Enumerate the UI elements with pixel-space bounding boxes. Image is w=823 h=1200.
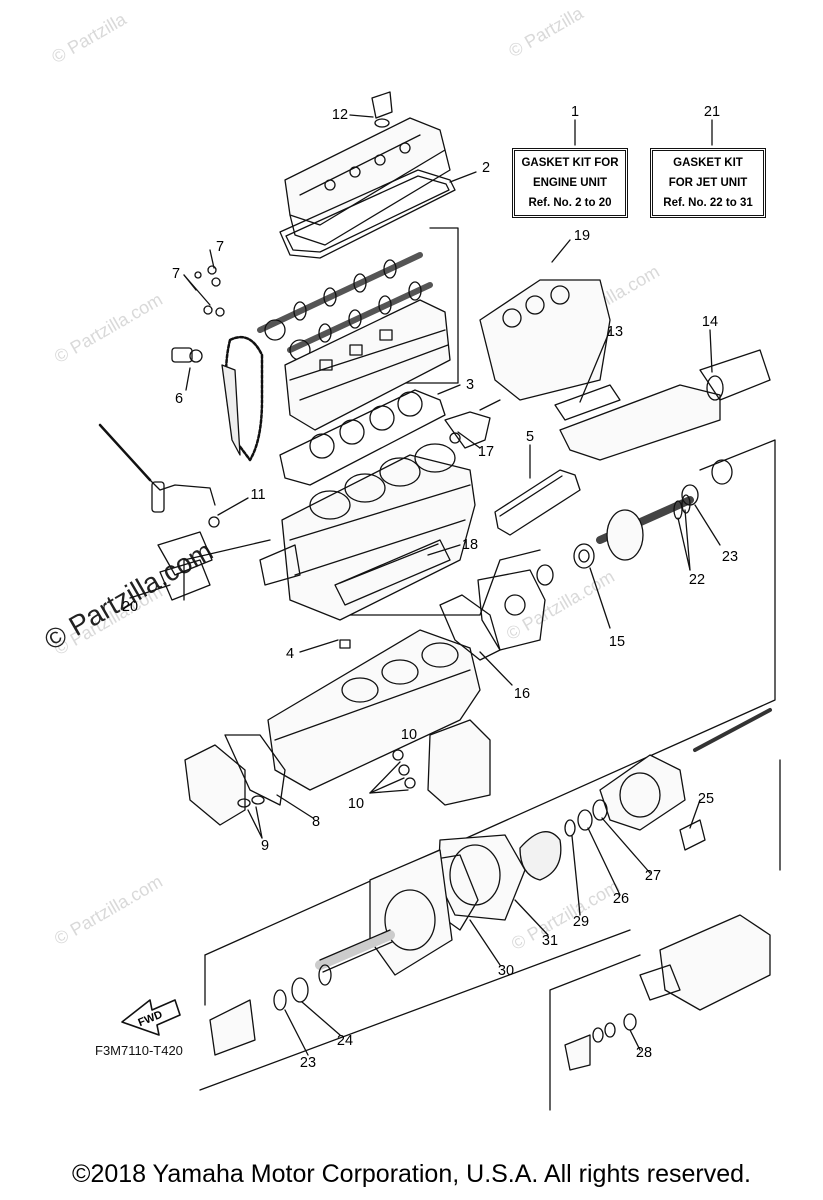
callout-4: 4 [286, 646, 294, 662]
callout-15: 15 [609, 634, 625, 650]
callout-29: 29 [573, 914, 589, 930]
callout-25: 25 [698, 791, 714, 807]
callout-14: 14 [702, 314, 718, 330]
figure-code: F3M7110-T420 [95, 1043, 183, 1058]
callout-27: 27 [645, 868, 661, 884]
kit-line: FOR JET UNIT [668, 177, 748, 189]
callout-10b: 10 [348, 796, 364, 812]
jet-gasket-kit-box: GASKET KIT FOR JET UNIT Ref. No. 22 to 3… [650, 148, 766, 218]
callout-23a: 23 [722, 549, 738, 565]
callout-6: 6 [175, 391, 183, 407]
callout-9: 9 [261, 838, 269, 854]
callout-21: 21 [704, 104, 720, 120]
callout-5: 5 [526, 429, 534, 445]
callout-12: 12 [332, 107, 348, 123]
callout-18: 18 [462, 537, 478, 553]
callout-3: 3 [466, 377, 474, 393]
kit-line: Ref. No. 22 to 31 [663, 197, 753, 209]
callout-10a: 10 [401, 727, 417, 743]
callout-11: 11 [250, 487, 265, 503]
callout-22: 22 [689, 572, 705, 588]
callout-31: 31 [542, 933, 558, 949]
callout-24: 24 [337, 1033, 353, 1049]
callout-20: 20 [122, 599, 138, 615]
callout-2: 2 [482, 160, 490, 176]
kit-line: Ref. No. 2 to 20 [528, 197, 612, 209]
kit-line: GASKET KIT [673, 157, 743, 169]
callout-26: 26 [613, 891, 629, 907]
engine-gasket-kit-box: GASKET KIT FOR ENGINE UNIT Ref. No. 2 to… [512, 148, 628, 218]
callout-1: 1 [571, 104, 579, 120]
callout-16: 16 [514, 686, 530, 702]
callout-19: 19 [574, 228, 590, 244]
callout-7a: 7 [216, 239, 224, 255]
kit-line: ENGINE UNIT [532, 177, 608, 189]
callout-28: 28 [636, 1045, 652, 1061]
callout-17: 17 [478, 444, 494, 460]
callout-7b: 7 [172, 266, 180, 282]
callout-13: 13 [607, 324, 623, 340]
copyright-notice: ©2018 Yamaha Motor Corporation, U.S.A. A… [72, 1160, 751, 1188]
callout-30: 30 [498, 963, 514, 979]
kit-line: GASKET KIT FOR [521, 157, 619, 169]
callout-23b: 23 [300, 1055, 316, 1071]
callout-8: 8 [312, 814, 320, 830]
